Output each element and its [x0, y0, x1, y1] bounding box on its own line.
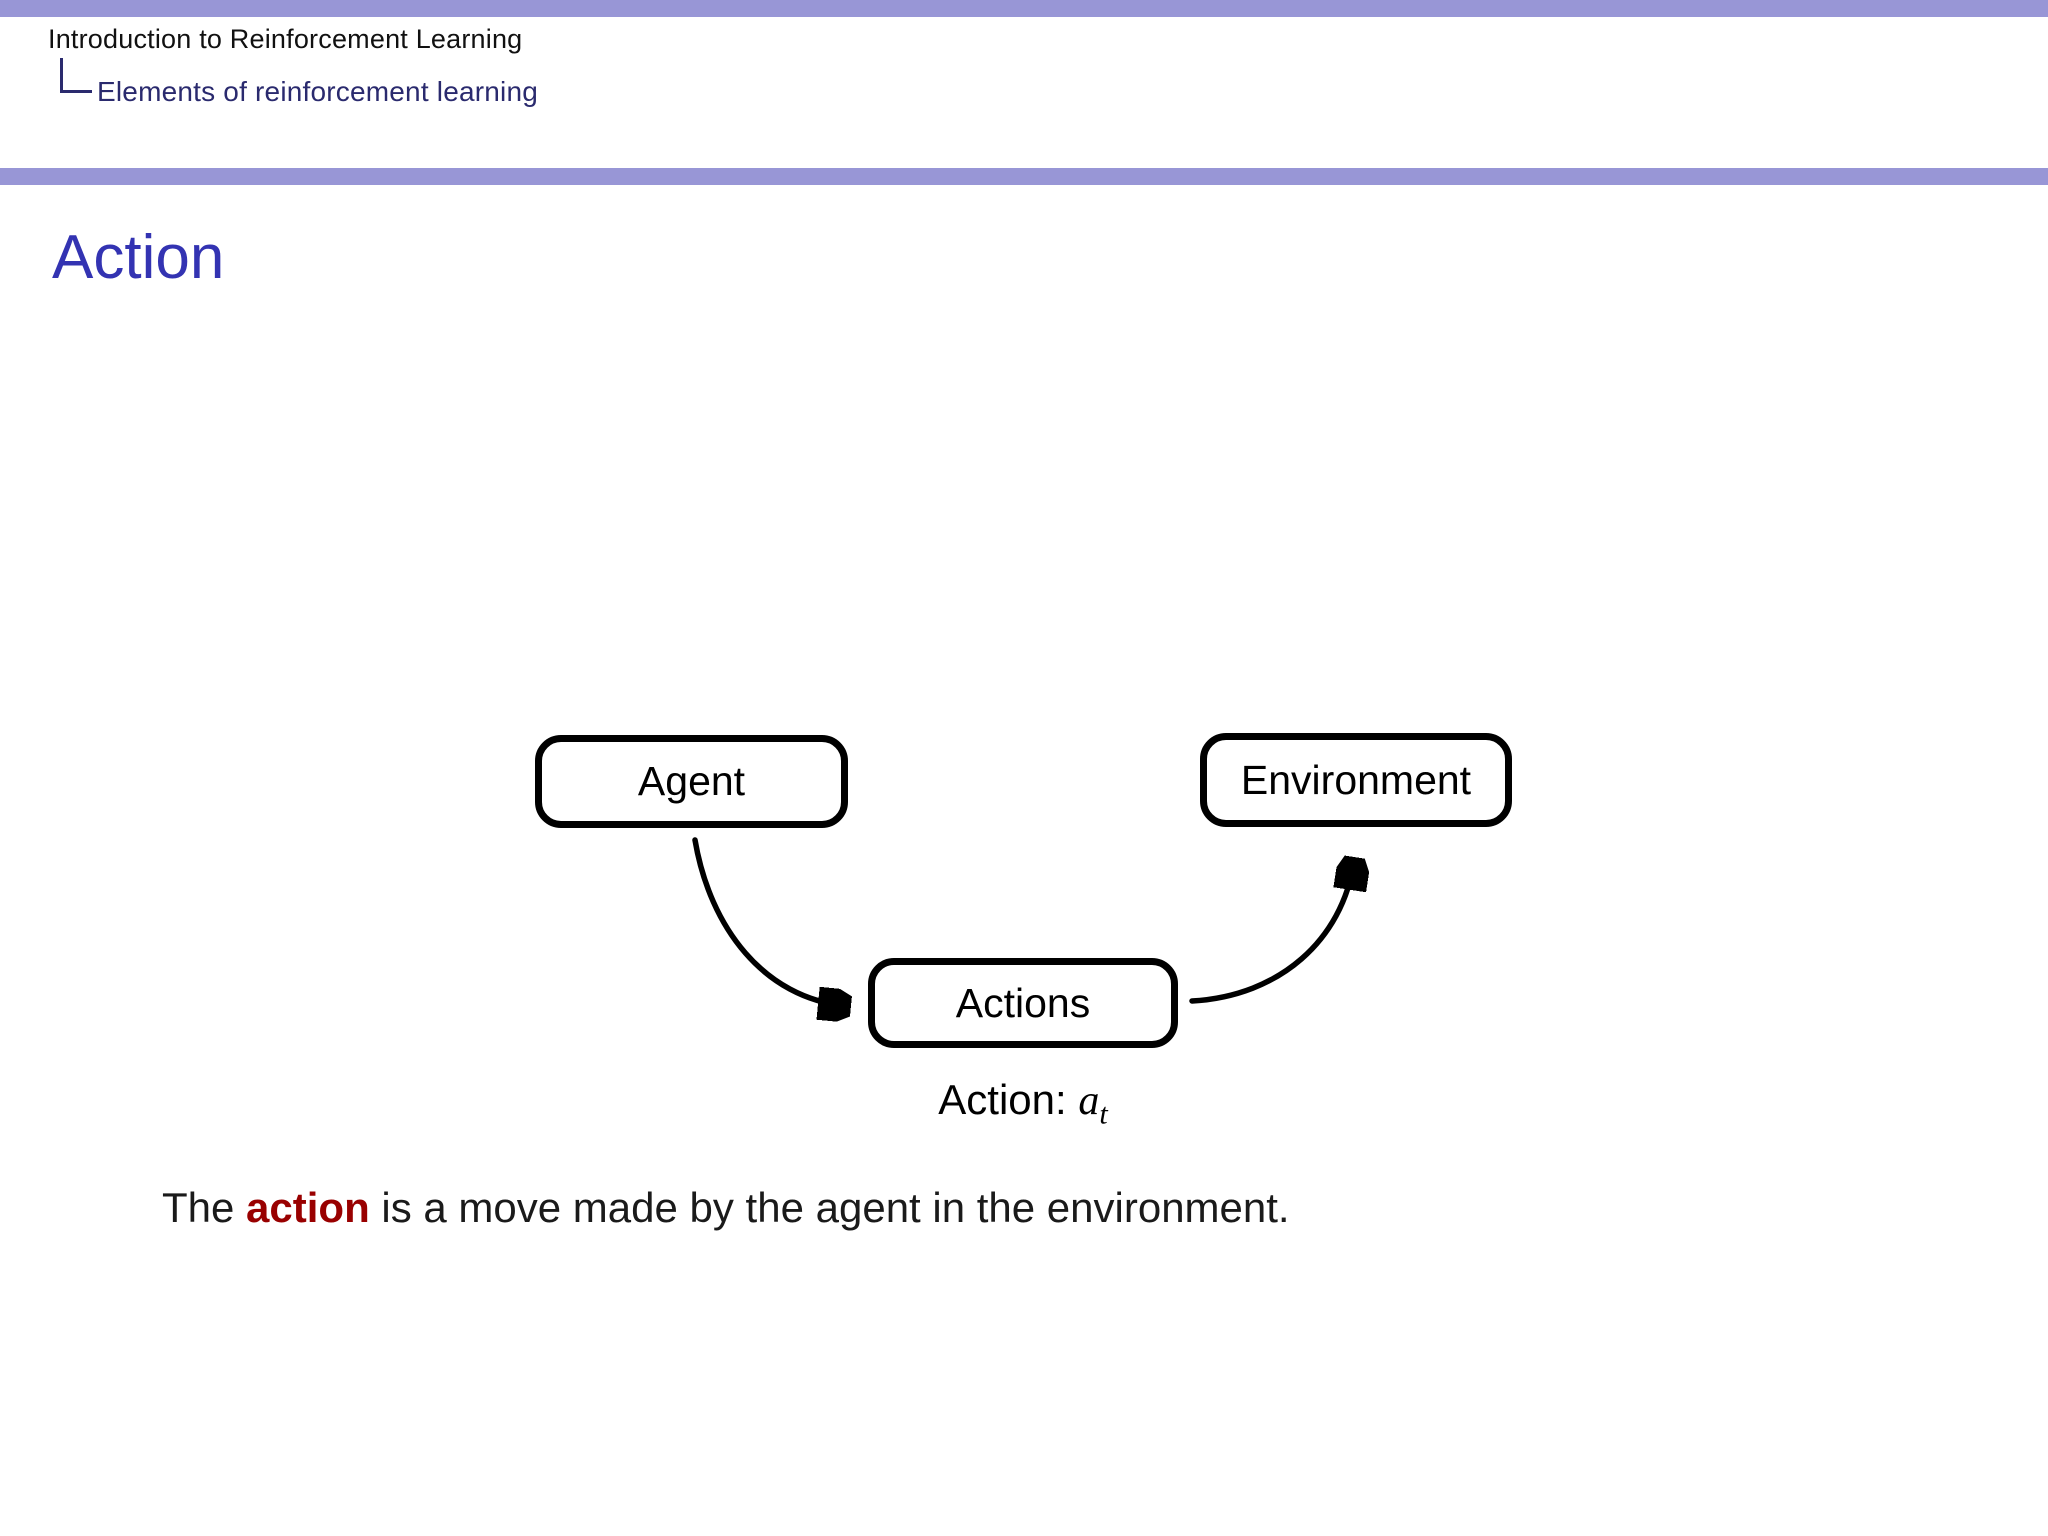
actions-node: Actions — [868, 958, 1178, 1048]
action-caption-prefix: Action: — [938, 1076, 1079, 1123]
actions-label: Actions — [955, 979, 1091, 1026]
slide-title: Action — [52, 223, 225, 292]
action-caption: Action: at — [843, 1076, 1203, 1129]
breadcrumb-title: Introduction to Reinforcement Learning — [48, 24, 523, 54]
action-subscript: t — [1099, 1097, 1108, 1131]
arrow-agent-to-actions-icon — [692, 837, 846, 1006]
header-divider-bar — [0, 168, 2048, 185]
agent-node: Agent — [535, 735, 848, 828]
top-accent-bar — [0, 0, 2048, 17]
environment-node: Environment — [1200, 733, 1512, 827]
action-symbol: a — [1078, 1078, 1100, 1124]
environment-label: Environment — [1240, 756, 1472, 803]
body-sentence-suffix: is a move made by the agent in the envir… — [369, 1184, 1290, 1231]
agent-label: Agent — [637, 758, 746, 804]
emphasis-word: action — [246, 1184, 370, 1231]
breadcrumb-section: Elements of reinforcement learning — [97, 76, 539, 107]
body-sentence-prefix: The — [162, 1184, 247, 1231]
body-sentence: The action is a move made by the agent i… — [162, 1184, 1862, 1232]
arrow-actions-to-environment-icon — [1189, 862, 1354, 1004]
tree-connector-icon — [60, 58, 92, 93]
